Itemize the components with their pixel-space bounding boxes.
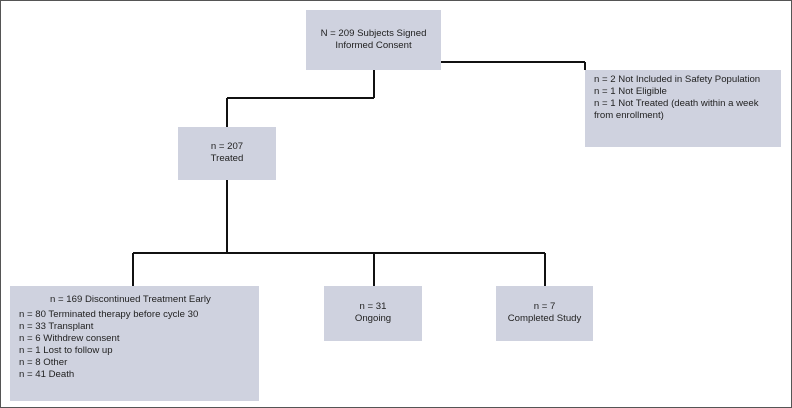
discontinued-line-4: n = 1 Lost to follow up <box>19 345 113 356</box>
completed-line-2: Completed Study <box>507 313 582 324</box>
completed-line-1: n = 7 <box>533 301 556 312</box>
excluded-line-2: n = 1 Not Eligible <box>594 86 667 97</box>
discontinued-box: n = 169 Discontinued Treatment Early n =… <box>10 286 259 401</box>
discontinued-line-1: n = 80 Terminated therapy before cycle 3… <box>19 309 199 320</box>
ongoing-line-1: n = 31 <box>359 301 387 312</box>
discontinued-line-3: n = 6 Withdrew consent <box>19 333 120 344</box>
discontinued-line-2: n = 33 Transplant <box>19 321 94 332</box>
consent-line-2: Informed Consent <box>335 40 412 51</box>
excluded-line-1: n = 2 Not Included in Safety Population <box>594 74 761 85</box>
ongoing-line-2: Ongoing <box>354 313 392 324</box>
excluded-line-4: from enrollment) <box>594 110 664 121</box>
discontinued-title: n = 169 Discontinued Treatment Early <box>50 294 211 305</box>
treated-box: n = 207 Treated <box>178 127 276 180</box>
excluded-box: n = 2 Not Included in Safety Population … <box>585 70 781 147</box>
treated-line-2: Treated <box>210 153 244 164</box>
treated-line-1: n = 207 <box>210 141 244 152</box>
excluded-line-3: n = 1 Not Treated (death within a week <box>594 98 759 109</box>
consent-box: N = 209 Subjects Signed Informed Consent <box>306 10 441 70</box>
ongoing-box: n = 31 Ongoing <box>324 286 422 341</box>
consent-line-1: N = 209 Subjects Signed <box>320 28 427 39</box>
completed-box: n = 7 Completed Study <box>496 286 593 341</box>
discontinued-line-6: n = 41 Death <box>19 369 75 380</box>
discontinued-line-5: n = 8 Other <box>19 357 68 368</box>
